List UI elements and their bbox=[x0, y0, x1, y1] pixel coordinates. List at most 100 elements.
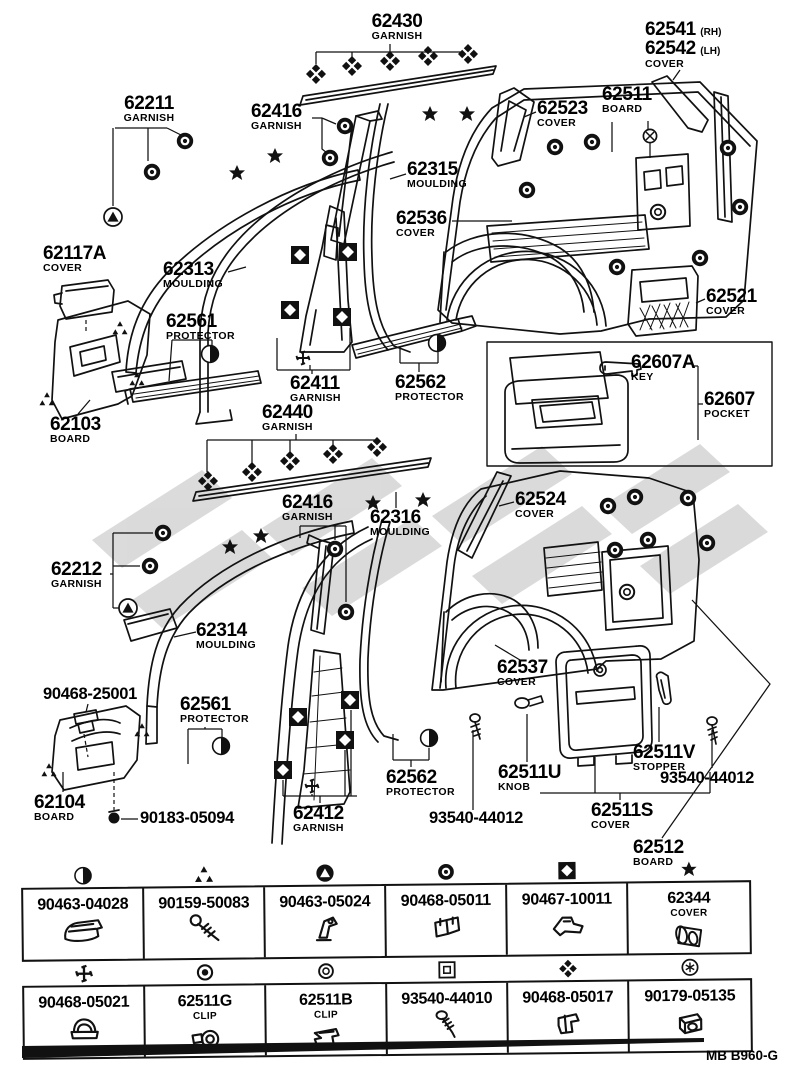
label-62416-upper: 62416 GARNISH bbox=[251, 101, 302, 133]
label-62315: 62315 MOULDING bbox=[407, 159, 467, 191]
label-62511v: 62511V STOPPER bbox=[633, 742, 696, 774]
part-name: GARNISH bbox=[371, 30, 423, 43]
cowl-side-board-62103 bbox=[51, 300, 151, 420]
quarter-board-62104 bbox=[51, 705, 141, 791]
pocket-box-62607 bbox=[486, 341, 773, 467]
sill-protector-62561a bbox=[124, 370, 262, 405]
label-62541-62542: 62541 (RH) 62542 (LH) COVER bbox=[645, 20, 721, 69]
rear-pillar-cover-62541-62542 bbox=[651, 75, 733, 223]
bolt-90183-05094 bbox=[108, 809, 120, 824]
quarter-trim-board-62511 bbox=[437, 81, 758, 335]
part-code: 62430 bbox=[371, 11, 423, 32]
circle-triangle-icon bbox=[313, 862, 336, 885]
part-number: 90463-04028 bbox=[37, 895, 129, 914]
screw-pictogram bbox=[144, 913, 263, 944]
quarter-window-cover-62524 bbox=[457, 471, 512, 559]
legend-cell: 62344 COVER bbox=[628, 861, 750, 953]
quarter-window-cover-62523 bbox=[491, 87, 535, 167]
wheel-house-cover-62537 bbox=[440, 592, 539, 683]
part-number: 90468-05021 bbox=[38, 993, 130, 1012]
part-number: 62511B bbox=[299, 991, 353, 1009]
part-name: CLIP bbox=[313, 1009, 339, 1021]
label-62316: 62316 MOULDING bbox=[370, 507, 430, 539]
half-circle-icon bbox=[71, 864, 94, 887]
pocket-cover-62521 bbox=[627, 265, 699, 337]
roof-side-garnish-62430 bbox=[299, 65, 497, 106]
dashed-links bbox=[83, 320, 115, 810]
label-62117a: 62117A COVER bbox=[43, 243, 107, 275]
pillar-upper-garnish-62416b bbox=[306, 534, 335, 635]
part-number: 93540-44010 bbox=[401, 989, 493, 1008]
part-number: 90468-05017 bbox=[522, 988, 614, 1007]
key-glyph bbox=[599, 361, 642, 377]
legend-row-1: 90463-04028 90159-50083 90463-05024 9046… bbox=[21, 861, 752, 962]
part-number: 62344 bbox=[667, 889, 711, 908]
center-pillar-garnish-62411 bbox=[299, 205, 353, 353]
part-name: COVER bbox=[645, 57, 685, 70]
label-62561-upper: 62561 PROTECTOR bbox=[166, 311, 235, 343]
fastener-legend-table: 90463-04028 90159-50083 90463-05024 9046… bbox=[21, 861, 753, 1060]
clip-pictogram bbox=[23, 915, 142, 946]
label-62104: 62104 BOARD bbox=[34, 792, 85, 824]
quarter-trim-board-62512-panel bbox=[431, 470, 700, 691]
label-62562-lower: 62562 PROTECTOR bbox=[386, 767, 455, 799]
screw-93540-center bbox=[469, 713, 481, 740]
label-62411: 62411 GARNISH bbox=[290, 373, 341, 405]
part-code: 62541 bbox=[645, 19, 696, 40]
part-number: 90463-05024 bbox=[279, 893, 371, 912]
label-62521: 62521 COVER bbox=[706, 286, 757, 318]
label-62562-upper: 62562 PROTECTOR bbox=[395, 372, 464, 404]
watermark bbox=[92, 444, 768, 628]
part-number: 90468-05011 bbox=[400, 891, 491, 910]
label-62512: 62512 BOARD bbox=[633, 837, 684, 869]
clip-pictogram bbox=[386, 911, 505, 942]
label-93540-44012-center: 93540-44012 bbox=[429, 809, 523, 827]
label-62314: 62314 MOULDING bbox=[196, 620, 256, 652]
label-62430: 62430 GARNISH bbox=[352, 12, 442, 42]
part-number: 90467-10011 bbox=[521, 890, 612, 909]
roof-side-garnish-62440 bbox=[192, 457, 432, 502]
legend-cell: 90468-05011 bbox=[386, 863, 508, 957]
wheel-house-cover-62536 bbox=[439, 232, 595, 323]
double-ring-icon bbox=[314, 960, 337, 983]
lh-tag: (LH) bbox=[700, 46, 721, 58]
label-62313: 62313 MOULDING bbox=[163, 259, 223, 291]
part-number: 90159-50083 bbox=[158, 894, 250, 913]
label-62412: 62412 GARNISH bbox=[293, 803, 344, 835]
sill-protector-62562a bbox=[351, 315, 477, 359]
part-number: 90179-05135 bbox=[644, 987, 736, 1006]
label-62536: 62536 COVER bbox=[396, 208, 447, 240]
label-62511s: 62511S COVER bbox=[591, 800, 654, 832]
page-code: MB B960-G bbox=[706, 1048, 779, 1063]
label-62524: 62524 COVER bbox=[515, 489, 566, 521]
clip-pictogram bbox=[507, 909, 626, 940]
label-62607: 62607 POCKET bbox=[704, 389, 755, 421]
diamond-square-icon bbox=[555, 859, 578, 882]
clip-pictogram bbox=[265, 912, 384, 943]
star-icon bbox=[677, 858, 700, 881]
label-62537: 62537 COVER bbox=[497, 657, 548, 689]
cover-pictogram bbox=[628, 919, 749, 950]
circle-dot-icon bbox=[193, 961, 216, 984]
legend-cell: 90159-50083 bbox=[144, 866, 266, 959]
quarter-rear-cover-62511s bbox=[555, 645, 653, 767]
cross-icon bbox=[72, 962, 95, 985]
part-code: 62542 bbox=[645, 38, 696, 60]
stopper-62511v bbox=[655, 671, 672, 706]
label-62440: 62440 GARNISH bbox=[262, 402, 313, 434]
knob-62511u bbox=[514, 695, 544, 709]
diagram-canvas bbox=[39, 44, 773, 845]
label-62523: 62523 COVER bbox=[537, 98, 588, 130]
front-door-opening-moulding-62314 bbox=[271, 526, 373, 845]
part-number: 62511G bbox=[177, 992, 233, 1011]
part-name: CLIP bbox=[192, 1010, 218, 1023]
legend-cell: 90467-10011 bbox=[507, 861, 629, 955]
label-62103: 62103 BOARD bbox=[50, 414, 101, 446]
label-62416-lower: 62416 GARNISH bbox=[282, 492, 333, 524]
label-93540-44012-right: 93540-44012 bbox=[660, 769, 754, 787]
legend-cell: 90463-05024 bbox=[265, 864, 387, 958]
center-pillar-garnish-62412 bbox=[297, 649, 351, 809]
leader-lines bbox=[62, 44, 771, 839]
legend-cell: 90463-04028 bbox=[23, 866, 145, 960]
